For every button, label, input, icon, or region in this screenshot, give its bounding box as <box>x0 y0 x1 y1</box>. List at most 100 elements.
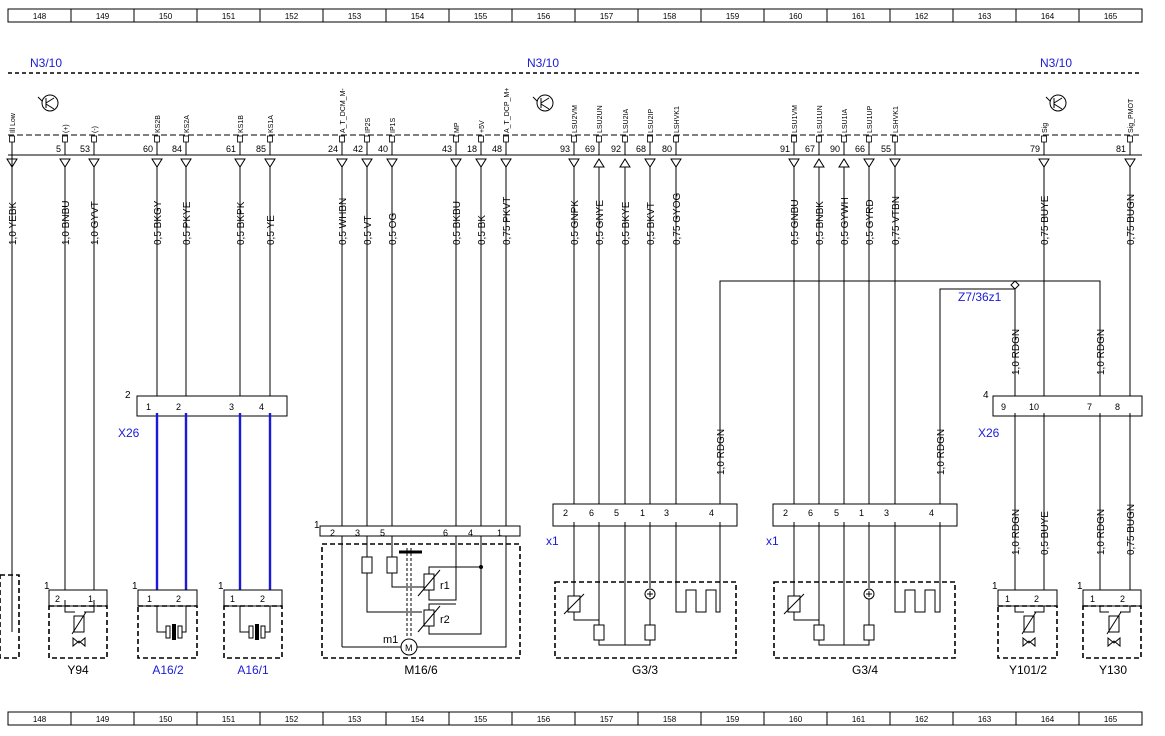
component-partial-left <box>0 155 20 659</box>
component-number: 1 <box>314 520 320 531</box>
component-g3-4-body <box>773 522 956 659</box>
transistor-icon <box>37 94 59 112</box>
wire-label: 0,75 PKVT <box>502 197 513 245</box>
wire-label: 0,5 BKPK <box>236 201 247 245</box>
component-g3-3-body <box>554 522 737 659</box>
wire-label: 0,5 GNYE <box>595 200 606 245</box>
connector-pin: 5 <box>614 508 619 518</box>
grid-column-label: 164 <box>1041 12 1055 21</box>
pin-number: 53 <box>80 144 90 154</box>
pin-number: 60 <box>143 144 153 154</box>
pin-number: 92 <box>611 144 621 154</box>
pin-number: 48 <box>492 144 502 154</box>
connector-label: X26 <box>118 426 140 440</box>
component-a16-2-body <box>137 589 198 659</box>
pin-number: 69 <box>585 144 595 154</box>
wire-label: 1,0 RDGN <box>1011 329 1022 375</box>
connector-pin: 8 <box>1115 402 1120 412</box>
wire-label: 1,0 GYVT <box>90 201 101 245</box>
connector-pin: 2 <box>176 402 181 412</box>
motor-label: m1 <box>383 634 398 646</box>
connector-pin: 2 <box>330 528 335 538</box>
control-unit-pin: A_T_DCM_M-240,5 WHBN <box>328 88 349 526</box>
pin-number: 85 <box>256 144 266 154</box>
control-unit-label: N3/10 <box>30 56 62 70</box>
pin-function-label: LSU2UN <box>597 105 604 133</box>
grid-column-label: 165 <box>1104 715 1118 724</box>
transistor-icon <box>532 94 554 112</box>
wire-label: 0,5 GNPK <box>570 200 581 245</box>
component-number: 1 <box>44 581 50 592</box>
pin-number: 81 <box>1116 144 1126 154</box>
pin-function-label: IP1S <box>390 117 397 133</box>
grid-column-label: 159 <box>726 12 740 21</box>
transistor-icon <box>1045 94 1067 112</box>
component-label: G3/4 <box>852 663 878 677</box>
wire-label: 0,5 GYRD <box>865 199 876 245</box>
pin-function-label: LSU1VM <box>792 105 799 133</box>
lower-wires <box>155 413 1131 598</box>
grid-column-label: 152 <box>285 715 299 724</box>
pin-function-label: Sig <box>1042 123 1049 133</box>
grid-column-label: 154 <box>411 715 425 724</box>
component-pin: 1 <box>1005 594 1010 604</box>
pin-number: 66 <box>855 144 865 154</box>
grid-column-label: 162 <box>915 12 929 21</box>
component-label: G3/3 <box>632 663 658 677</box>
component-y94-body <box>48 589 108 659</box>
component-number: 1 <box>992 581 998 592</box>
connector-pin: 3 <box>229 402 234 412</box>
grid-column-label: 156 <box>537 12 551 21</box>
wire-label: 0,75 BUGN <box>1126 504 1137 555</box>
pin-number: 24 <box>328 144 338 154</box>
control-unit-pin: (-)531,0 GYVT <box>80 126 101 598</box>
pin-number: 93 <box>560 144 570 154</box>
component-pin: 2 <box>176 594 181 604</box>
component-number: 1 <box>1077 581 1083 592</box>
wire-label: 0,5 BKYE <box>621 201 632 245</box>
connector-pin: 2 <box>563 508 568 518</box>
grid-column-label: 157 <box>600 715 614 724</box>
connector-pin: 1 <box>859 508 864 518</box>
connector-g3-3: x1 2 6 5 1 3 4 <box>546 503 738 548</box>
wire-label: 0,5 BUYE <box>1040 511 1051 555</box>
connector-label: x1 <box>546 534 559 548</box>
connector-number: 2 <box>125 390 131 401</box>
wire-label: 0,5 BKGY <box>153 200 164 245</box>
component-m16-6-body: 1 2 3 5 6 4 1 r1 r2 M m1 <box>314 520 521 659</box>
connector-pin: 4 <box>259 402 264 412</box>
pin-number: 42 <box>353 144 363 154</box>
connector-pin: 6 <box>589 508 594 518</box>
pin-number: 61 <box>226 144 236 154</box>
grid-column-label: 156 <box>537 715 551 724</box>
pin-function-label: KS1B <box>238 115 245 133</box>
control-unit-label: N3/10 <box>527 56 559 70</box>
component-label: M16/6 <box>404 663 438 677</box>
pin-function-label: IP2S <box>365 117 372 133</box>
grid-column-label: 148 <box>33 12 47 21</box>
wire-label: 0,5 OG <box>388 213 399 245</box>
control-unit-pin: A_T_DCP_M+ 48 0,75 PKVT <box>492 88 513 526</box>
pin-function-label: +5V <box>479 120 486 133</box>
connector-pin: 1 <box>640 508 645 518</box>
component-y101-2-body <box>997 589 1058 659</box>
grid-column-label: 160 <box>789 12 803 21</box>
pin-function-label: LSHVK1 <box>674 106 681 133</box>
control-unit-pin: (+)51,0 BNBU <box>56 124 72 598</box>
pin-function-label: LSU1IA <box>842 109 849 133</box>
component-a16-1-body <box>223 589 283 659</box>
grid-column-label: 160 <box>789 715 803 724</box>
connector-pin: 3 <box>355 528 360 538</box>
motor-icon: M <box>405 643 413 653</box>
pin-function-label: A_T_DCP_M+ <box>504 88 511 133</box>
component-y130-body <box>1082 589 1142 659</box>
wire-label: 0,5 BKBU <box>452 201 463 245</box>
grid-column-label: 164 <box>1041 715 1055 724</box>
